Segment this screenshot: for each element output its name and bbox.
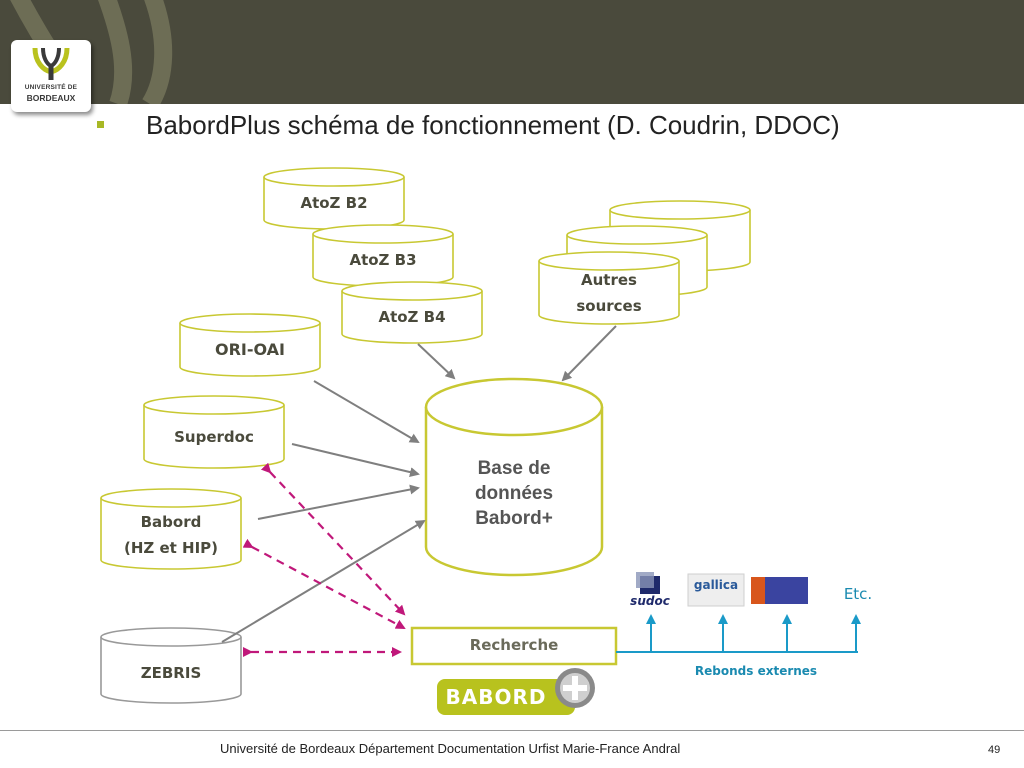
university-logo-emblem bbox=[32, 47, 70, 80]
superdoc-label: Superdoc bbox=[174, 428, 254, 446]
central-db-label-line2: données bbox=[474, 483, 554, 504]
atoz-b3-cylinder bbox=[312, 224, 454, 287]
footer-text: Université de Bordeaux Département Docum… bbox=[220, 741, 681, 756]
gallica-label: gallica bbox=[693, 578, 739, 592]
autres-sources-cylinder bbox=[538, 251, 680, 325]
sudoc-label: sudoc bbox=[630, 594, 670, 608]
arrow-autres-to-db bbox=[561, 325, 617, 382]
atoz-b4-cylinder bbox=[341, 281, 483, 344]
ori-oai-cylinder bbox=[179, 313, 321, 377]
arrow-babord-recherche bbox=[242, 538, 406, 629]
atoz-b2-label: AtoZ B2 bbox=[300, 194, 368, 212]
babord-label-line1: Babord bbox=[140, 513, 202, 531]
third-site-logo bbox=[751, 577, 808, 604]
page-number: 49 bbox=[988, 744, 1001, 756]
sudoc-logo bbox=[636, 572, 660, 594]
recherche-box bbox=[410, 626, 618, 666]
magenta-arrows bbox=[242, 462, 406, 657]
ori-oai-label: ORI-OAI bbox=[214, 340, 286, 359]
arrow-superdoc-recherche bbox=[260, 462, 406, 616]
babord-logo-text: BABORD bbox=[445, 685, 547, 709]
recherche-label: Recherche bbox=[469, 636, 559, 654]
rebonds-externes-label: Rebonds externes bbox=[694, 664, 818, 678]
central-database-cylinder bbox=[424, 377, 604, 577]
atoz-b4-label: AtoZ B4 bbox=[378, 308, 446, 326]
central-db-label-line1: Base de bbox=[477, 458, 551, 479]
arrow-ori-to-db bbox=[313, 380, 420, 444]
gallica-logo bbox=[687, 573, 745, 607]
autres-sources-label-line2: sources bbox=[576, 297, 642, 315]
arrow-superdoc-to-db bbox=[291, 443, 420, 478]
zebris-label: ZEBRIS bbox=[140, 664, 202, 682]
university-name-line2: BORDEAUX bbox=[26, 93, 76, 103]
zebris-cylinder bbox=[100, 627, 242, 704]
superdoc-cylinder bbox=[143, 395, 285, 469]
babord-plus-logo bbox=[437, 668, 595, 715]
babord-label-line2: (HZ et HIP) bbox=[123, 539, 219, 557]
atoz-b2-cylinder bbox=[263, 167, 405, 230]
blue-connectors bbox=[616, 614, 861, 653]
slide-title: BabordPlus schéma de fonctionnement (D. … bbox=[146, 110, 840, 140]
central-db-label-line3: Babord+ bbox=[475, 508, 553, 529]
university-name-line1: UNIVERSITÉ DE bbox=[24, 84, 78, 91]
babord-cylinder bbox=[100, 488, 242, 570]
autres-sources-label-line1: Autres bbox=[581, 271, 637, 289]
etc-label: Etc. bbox=[843, 585, 873, 603]
arrow-babord-to-db bbox=[257, 484, 420, 520]
arrow-atoz-to-db bbox=[417, 343, 456, 380]
atoz-b3-label: AtoZ B3 bbox=[349, 251, 417, 269]
university-logo: UNIVERSITÉ DE BORDEAUX bbox=[11, 40, 91, 112]
title-bullet bbox=[97, 121, 104, 128]
arrow-zebris-to-db bbox=[221, 519, 426, 643]
header-band bbox=[0, 0, 1024, 104]
footer-divider bbox=[0, 730, 1024, 731]
